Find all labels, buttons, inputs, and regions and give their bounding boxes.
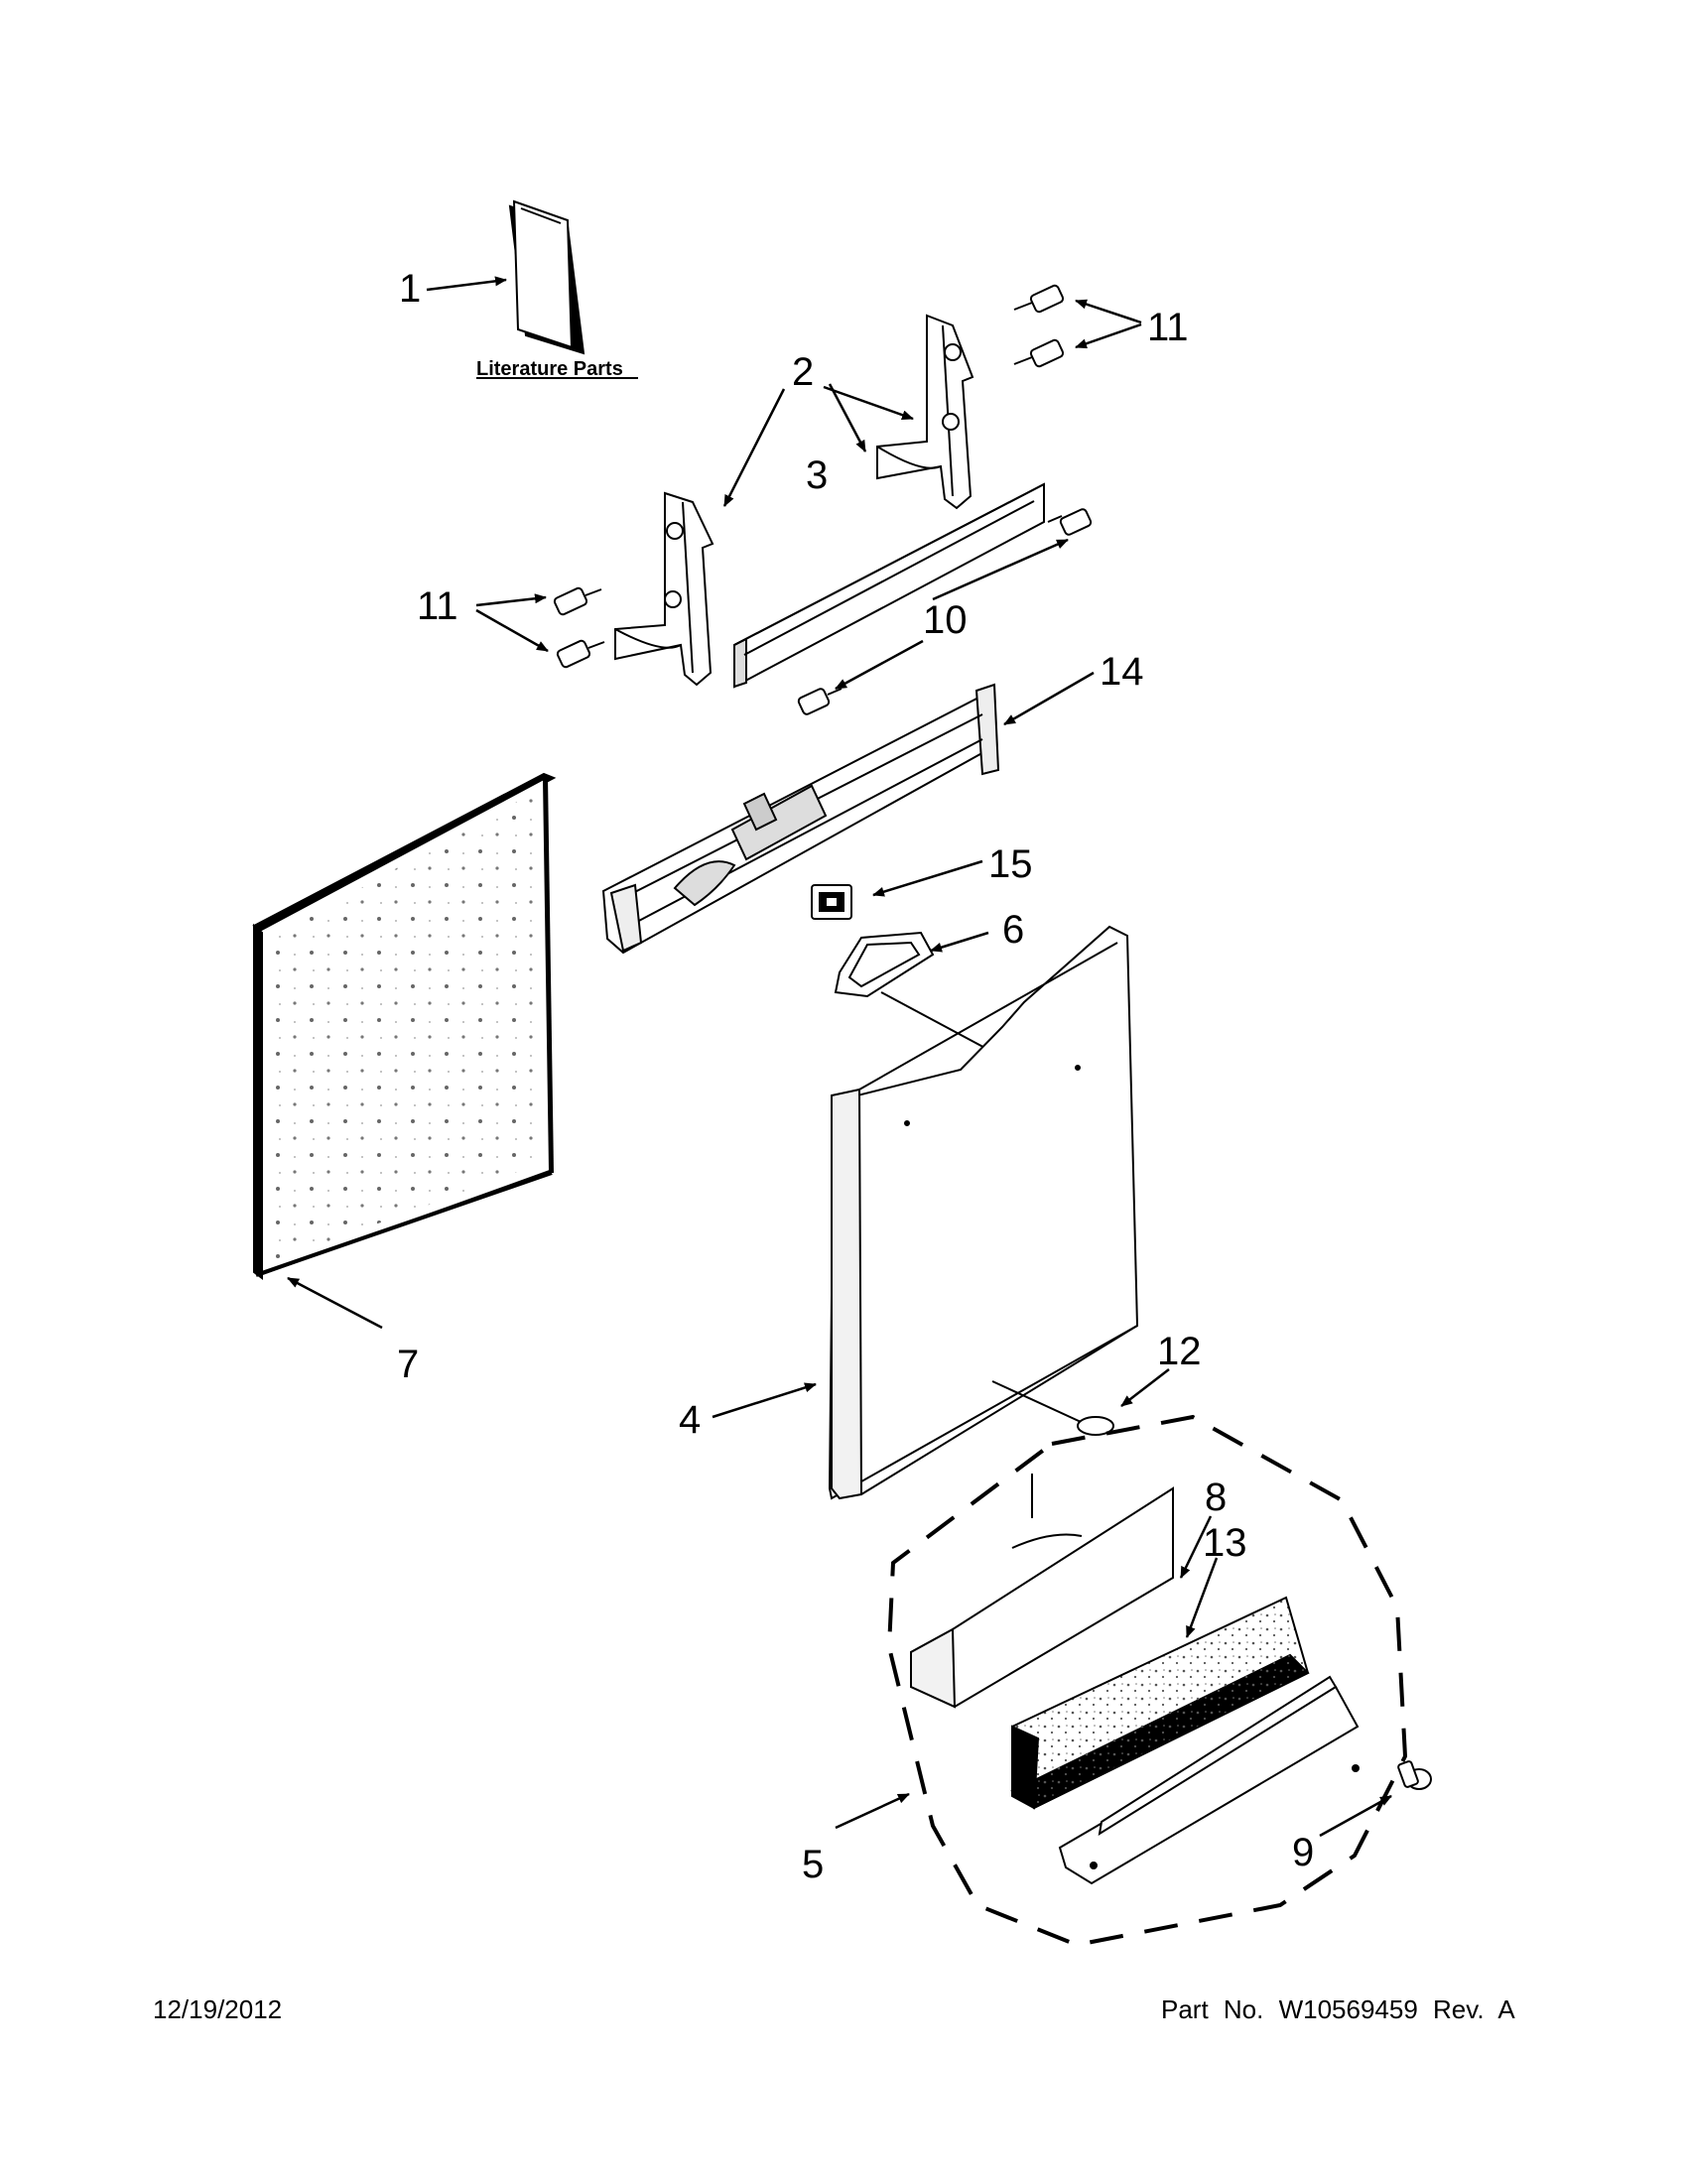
screw-10-right: [1047, 508, 1093, 536]
callout-3: 3: [806, 453, 828, 497]
trim-plate: [1058, 1675, 1360, 1885]
toe-kick-assembly-boundary: [886, 1414, 1408, 1948]
callout-12: 12: [1157, 1330, 1202, 1373]
footer-date: 12/19/2012: [153, 1994, 283, 2024]
literature-booklet: [508, 199, 585, 355]
callout-1: 1: [399, 267, 421, 311]
screw-11-lower-b: [556, 639, 605, 669]
callout-13: 13: [1203, 1521, 1247, 1565]
hinge-bracket-right: [876, 314, 974, 510]
literature-parts-caption: Literature Parts: [476, 358, 623, 380]
vent-duct: [834, 931, 993, 1053]
callout-5: 5: [802, 1843, 824, 1886]
leader-arrows: [287, 276, 1392, 1838]
callout-2: 2: [792, 350, 814, 394]
foam-strip: [1010, 1596, 1310, 1810]
outer-door-panel: [828, 925, 1139, 1500]
callout-11-lower: 11: [417, 584, 458, 628]
callout-9: 9: [1292, 1831, 1314, 1874]
callout-6: 6: [1002, 908, 1024, 952]
insulation-panel: [252, 772, 557, 1280]
callout-7: 7: [397, 1343, 419, 1386]
screw-11-upper-b: [1013, 338, 1065, 368]
door-latch: [811, 884, 852, 920]
screw-9: [1397, 1760, 1432, 1790]
screw-10-left: [797, 688, 843, 715]
callout-10: 10: [923, 598, 968, 642]
screw-11-lower-a: [553, 586, 602, 616]
callout-4: 4: [679, 1398, 701, 1442]
hinge-bracket-left: [614, 491, 714, 687]
screw-11-upper-a: [1013, 284, 1065, 314]
callout-15: 15: [988, 842, 1033, 886]
callout-8: 8: [1205, 1476, 1227, 1519]
footer-part-number: Part No. W10569459 Rev. A: [1161, 1994, 1515, 2024]
callout-14: 14: [1100, 650, 1144, 694]
control-housing: [601, 683, 1000, 955]
support-rail: [733, 482, 1045, 689]
toe-kick-panel: [910, 1474, 1174, 1709]
callout-11-upper: 11: [1147, 306, 1189, 349]
